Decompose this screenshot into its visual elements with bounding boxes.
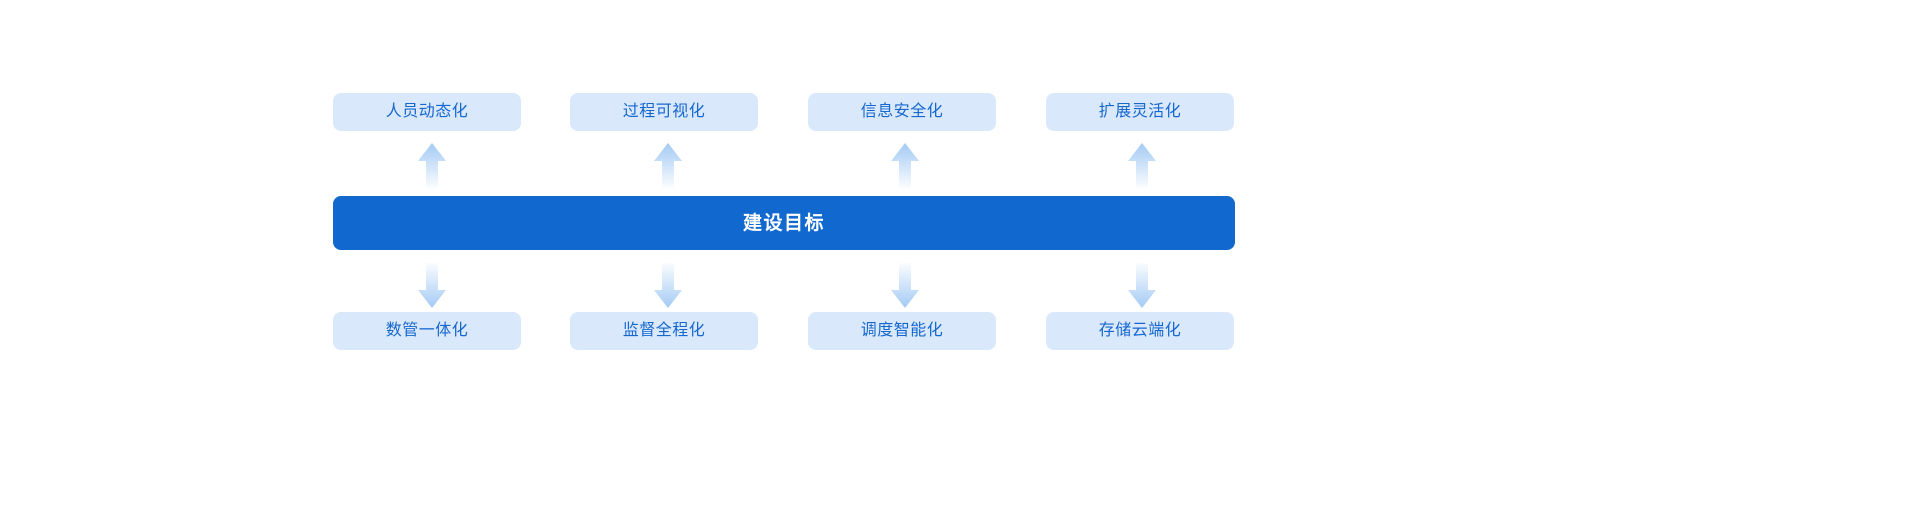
top-node-1-label: 人员动态化 bbox=[385, 103, 469, 120]
arrow-up-icon-3 bbox=[888, 141, 922, 189]
top-node-2[interactable]: 过程可视化 bbox=[570, 93, 758, 131]
bottom-node-4[interactable]: 存储云端化 bbox=[1046, 312, 1234, 350]
top-node-3-label: 信息安全化 bbox=[860, 103, 944, 120]
arrow-down-icon-2 bbox=[651, 262, 685, 310]
top-node-4-label: 扩展灵活化 bbox=[1098, 103, 1182, 120]
top-node-3[interactable]: 信息安全化 bbox=[808, 93, 996, 131]
arrow-up-icon-2 bbox=[651, 141, 685, 189]
bottom-node-3-label: 调度智能化 bbox=[860, 322, 944, 339]
top-node-4[interactable]: 扩展灵活化 bbox=[1046, 93, 1234, 131]
bottom-node-1[interactable]: 数管一体化 bbox=[333, 312, 521, 350]
bottom-node-4-label: 存储云端化 bbox=[1098, 322, 1182, 339]
build-goal-bar[interactable]: 建设目标 bbox=[333, 196, 1235, 250]
bottom-node-2-label: 监督全程化 bbox=[622, 322, 706, 339]
arrow-up-icon-1 bbox=[415, 141, 449, 189]
arrow-down-icon-4 bbox=[1125, 262, 1159, 310]
arrow-down-icon-3 bbox=[888, 262, 922, 310]
top-node-1[interactable]: 人员动态化 bbox=[333, 93, 521, 131]
bottom-node-2[interactable]: 监督全程化 bbox=[570, 312, 758, 350]
build-goal-label: 建设目标 bbox=[742, 212, 825, 234]
bottom-node-3[interactable]: 调度智能化 bbox=[808, 312, 996, 350]
arrow-up-icon-4 bbox=[1125, 141, 1159, 189]
bottom-node-1-label: 数管一体化 bbox=[385, 322, 469, 339]
arrow-down-icon-1 bbox=[415, 262, 449, 310]
top-node-2-label: 过程可视化 bbox=[622, 103, 706, 120]
